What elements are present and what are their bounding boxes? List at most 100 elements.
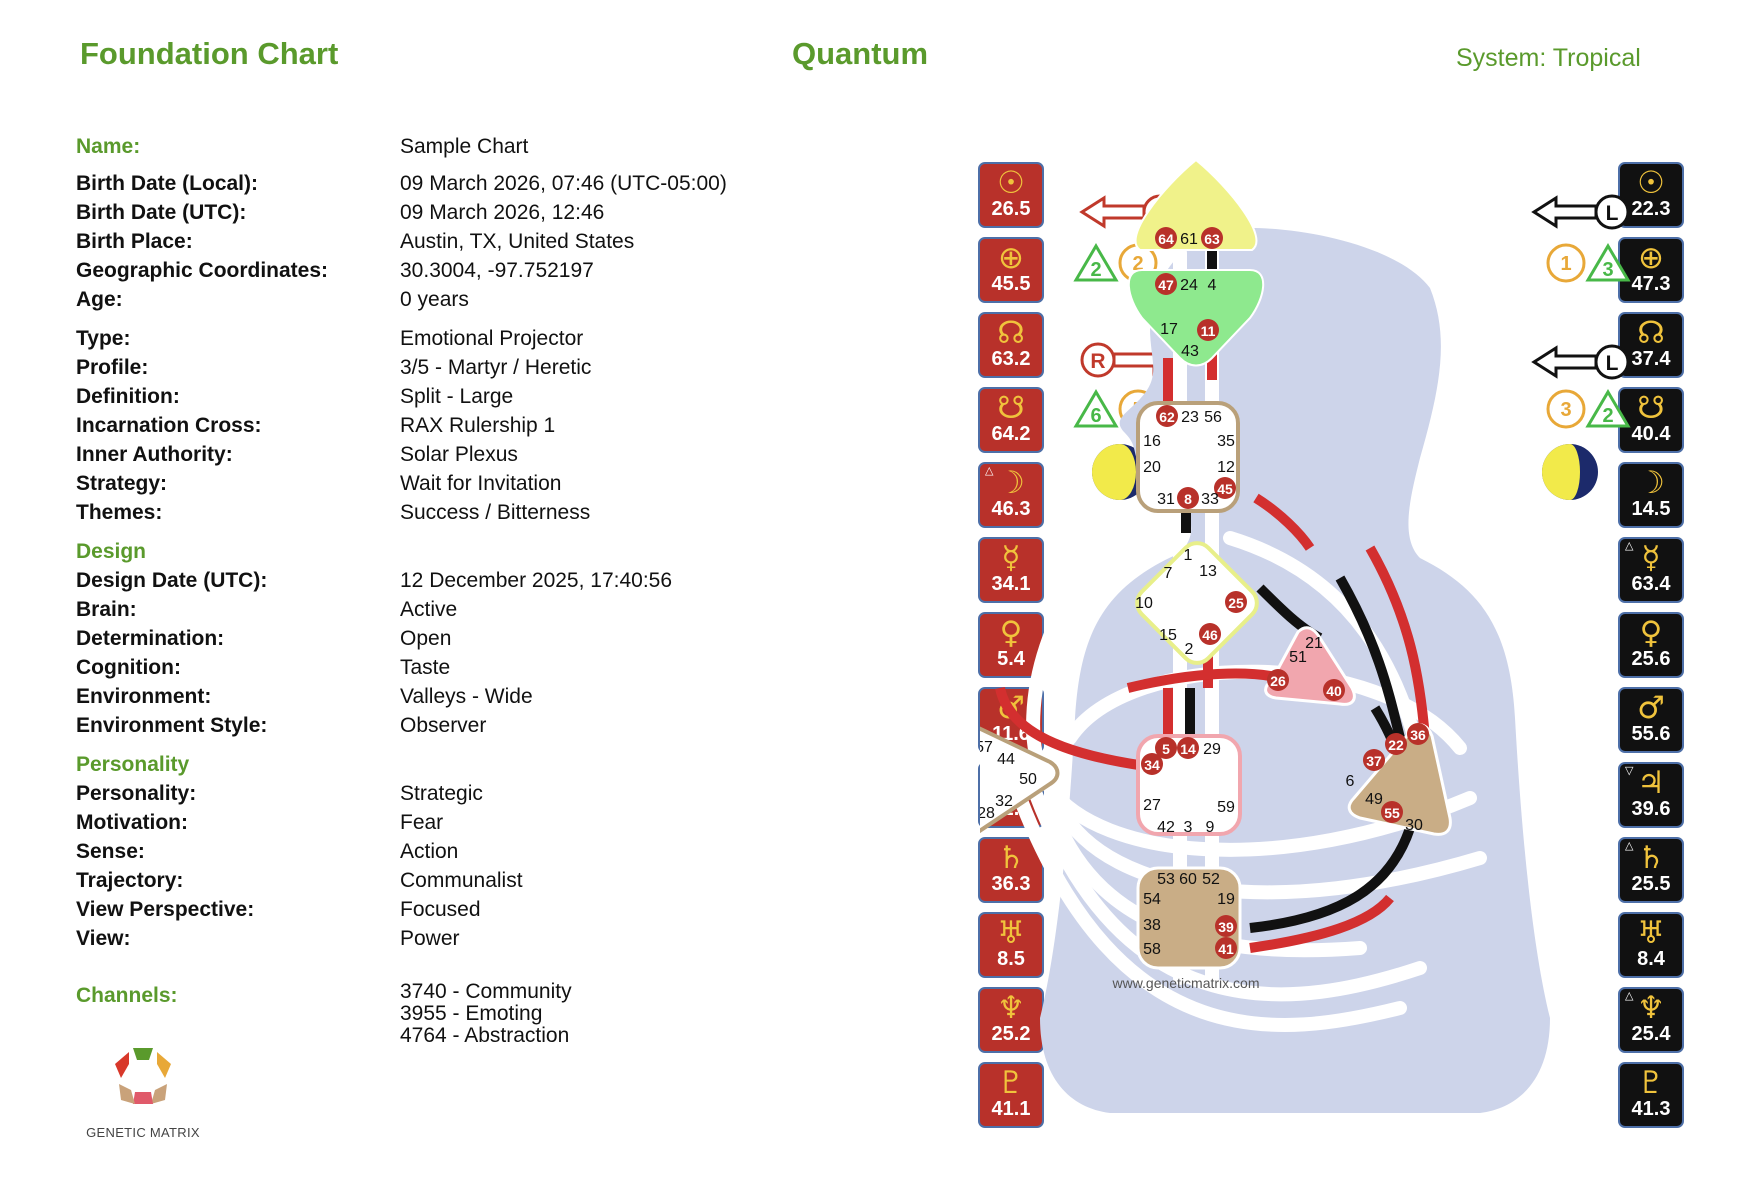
variable-letter: L: [1606, 202, 1619, 225]
planet-glyph-icon: ♆: [1637, 990, 1665, 1026]
planet-gate-line: 26.5: [991, 198, 1031, 220]
svg-text:57: 57: [980, 739, 993, 756]
svg-text:55: 55: [1384, 805, 1400, 821]
planet-tile: ☉26.5: [978, 162, 1044, 228]
watermark: www.geneticmatrix.com: [1111, 975, 1259, 991]
planet-glyph-icon: ☿: [1001, 540, 1021, 576]
info-label: Channels:: [76, 984, 178, 1007]
info-label: Inner Authority:: [76, 443, 233, 466]
info-row: View Perspective:Focused: [76, 895, 776, 924]
svg-text:34: 34: [1144, 757, 1160, 773]
svg-text:60: 60: [1179, 871, 1197, 888]
svg-text:10: 10: [1135, 595, 1153, 612]
channel-item: 3740 - Community: [400, 980, 572, 1003]
right-bottom-arrow-icon: L: [1531, 344, 1630, 380]
fixing-triangle-icon: △: [985, 464, 994, 477]
info-row-channels: Channels: 3740 - Community 3955 - Emotin…: [76, 981, 776, 1047]
planet-tile: △☿63.4: [1618, 537, 1684, 603]
svg-text:3: 3: [1184, 819, 1193, 836]
info-value: 0 years: [400, 288, 469, 311]
planet-tile: ♆25.2: [978, 987, 1044, 1053]
left-moon-phase-icon: [1092, 444, 1148, 500]
info-label: Motivation:: [76, 811, 188, 834]
planet-tile: ♀25.6: [1618, 612, 1684, 678]
info-row: Birth Place:Austin, TX, United States: [76, 227, 776, 256]
planet-tile: △☽46.3: [978, 462, 1044, 528]
info-label: Design Date (UTC):: [76, 569, 268, 592]
info-row: View:Power: [76, 924, 776, 953]
chart-variant-title: Quantum: [792, 36, 929, 71]
svg-text:9: 9: [1206, 819, 1215, 836]
planet-gate-line: 46.3: [991, 498, 1031, 520]
planet-gate-line: 8.5: [997, 948, 1025, 970]
info-label: Determination:: [76, 627, 225, 650]
svg-text:53: 53: [1157, 871, 1175, 888]
fixing-triangle-icon: △: [1625, 539, 1634, 552]
variable-number: 3: [1560, 399, 1571, 421]
planet-tile: ♅8.5: [978, 912, 1044, 978]
planet-glyph-icon: ♃: [1637, 765, 1665, 801]
svg-text:2: 2: [1185, 641, 1194, 658]
variable-number: 2: [1132, 253, 1143, 275]
info-label: Incarnation Cross:: [76, 414, 262, 437]
planet-tile: △♄25.5: [1618, 837, 1684, 903]
planet-glyph-icon: ⊕: [1638, 240, 1664, 276]
info-row: Inner Authority:Solar Plexus: [76, 440, 776, 469]
info-row: Design Date (UTC):12 December 2025, 17:4…: [76, 566, 776, 595]
planet-gate-line: 5.4: [997, 648, 1025, 670]
info-label: View Perspective:: [76, 898, 255, 921]
svg-text:58: 58: [1143, 941, 1161, 958]
info-row: Environment:Valleys - Wide: [76, 682, 776, 711]
info-row: Profile:3/5 - Martyr / Heretic: [76, 353, 776, 382]
design-section-title: Design: [76, 540, 147, 563]
planet-glyph-icon: ⊕: [998, 240, 1024, 276]
info-value: 3/5 - Martyr / Heretic: [400, 356, 592, 379]
svg-text:41: 41: [1218, 941, 1234, 957]
svg-text:17: 17: [1160, 321, 1178, 338]
planet-tile: ♄36.3: [978, 837, 1044, 903]
info-label: Birth Place:: [76, 230, 193, 253]
planet-tile: ♅8.4: [1618, 912, 1684, 978]
variable-number: 6: [1090, 405, 1101, 427]
planet-gate-line: 45.5: [991, 273, 1031, 295]
info-value: Success / Bitterness: [400, 501, 591, 524]
planet-glyph-icon: ♄: [1637, 840, 1665, 876]
right-top-arrow-icon: L: [1531, 194, 1630, 230]
svg-text:4: 4: [1208, 277, 1217, 294]
planet-glyph-icon: ☊: [1637, 315, 1665, 351]
info-label: Personality:: [76, 782, 197, 805]
planet-tile: ☋64.2: [978, 387, 1044, 453]
svg-text:30: 30: [1405, 817, 1423, 834]
planet-gate-line: 41.3: [1631, 1098, 1671, 1120]
info-row: Type:Emotional Projector: [76, 324, 776, 353]
svg-text:51: 51: [1289, 649, 1307, 666]
info-row: Themes:Success / Bitterness: [76, 498, 776, 527]
info-label: Birth Date (Local):: [76, 172, 259, 195]
svg-text:20: 20: [1143, 459, 1161, 476]
channels-list: 3740 - Community 3955 - Emoting 4764 - A…: [400, 981, 776, 1047]
info-value: Communalist: [400, 869, 523, 892]
genetic-matrix-logo: GENETIC MATRIX: [78, 1036, 208, 1140]
svg-text:61: 61: [1180, 231, 1198, 248]
svg-text:31: 31: [1157, 491, 1175, 508]
system-label: System: Tropical: [1456, 44, 1641, 72]
info-row: Sense:Action: [76, 837, 776, 866]
planet-tile: ☉22.3: [1618, 162, 1684, 228]
info-value: Open: [400, 627, 452, 650]
info-label: Trajectory:: [76, 869, 184, 892]
planet-tile: ♇41.1: [978, 1062, 1044, 1128]
fixing-triangle-icon: △: [1625, 839, 1634, 852]
planet-gate-line: 41.1: [991, 1098, 1031, 1120]
svg-text:52: 52: [1202, 871, 1220, 888]
channel-item: 3955 - Emoting: [400, 1002, 543, 1025]
info-value: Active: [400, 598, 458, 621]
page-title: Foundation Chart: [80, 36, 339, 71]
planet-gate-line: 47.3: [1631, 273, 1671, 295]
variable-number: 2: [1602, 405, 1613, 427]
planet-gate-line: 25.6: [1631, 648, 1671, 670]
planet-tile: ♂55.6: [1618, 687, 1684, 753]
planet-glyph-icon: ☋: [997, 390, 1025, 426]
svg-text:23: 23: [1181, 409, 1199, 426]
